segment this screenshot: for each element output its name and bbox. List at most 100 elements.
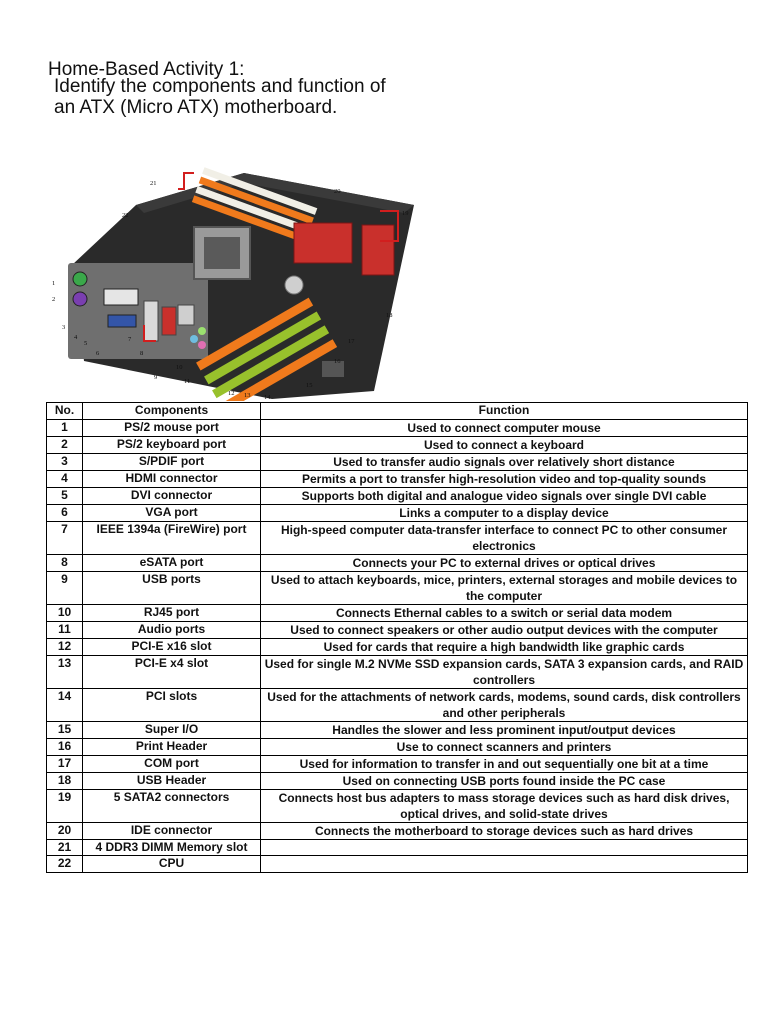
callout-number: 22 (122, 212, 129, 219)
cell-function: Used to transfer audio signals over rela… (260, 452, 748, 471)
cell-no: 15 (46, 720, 83, 739)
cell-function: Links a computer to a display device (260, 503, 748, 522)
audio-jack-icon (190, 335, 198, 343)
cpu-socket-inner (204, 237, 240, 269)
cell-function: Connects Ethernal cables to a switch or … (260, 603, 748, 622)
ram-slot (195, 186, 311, 234)
cell-function: Used for single M.2 NVMe SSD expansion c… (260, 654, 748, 689)
header-components: Components (82, 402, 261, 420)
cell-no: 8 (46, 553, 83, 572)
cell-no: 20 (46, 821, 83, 840)
sata-connectors (361, 224, 395, 276)
cell-component: S/PDIF port (82, 452, 261, 471)
cell-component: IEEE 1394a (FireWire) port (82, 520, 261, 555)
cell-no: 16 (46, 737, 83, 756)
cell-component: CPU (82, 855, 261, 873)
cell-no: 6 (46, 503, 83, 522)
usb-port-block-icon (143, 300, 159, 342)
ram-slot (198, 176, 314, 225)
pcie-x4-slot (220, 339, 338, 401)
cell-component: PS/2 keyboard port (82, 435, 261, 454)
callout-number: 16 (334, 358, 341, 365)
cell-function: Used to attach keyboards, mice, printers… (260, 570, 748, 605)
cell-component: DVI connector (82, 486, 261, 505)
board-shadow (136, 173, 414, 213)
cell-function: Supports both digital and analogue video… (260, 486, 748, 505)
callout-number: 13 (244, 392, 251, 399)
cell-component: 4 DDR3 DIMM Memory slot (82, 838, 261, 856)
callout-number: 14 (264, 394, 271, 401)
cell-function (260, 838, 748, 856)
callout-number: 5 (84, 340, 87, 347)
cell-component: PCI-E x4 slot (82, 654, 261, 689)
cell-no: 22 (46, 855, 83, 873)
cell-no: 21 (46, 838, 83, 856)
cell-component: PCI-E x16 slot (82, 637, 261, 656)
cell-no: 7 (46, 520, 83, 555)
callout-number: 8 (140, 350, 143, 357)
cell-component: Print Header (82, 737, 261, 756)
cell-no: 5 (46, 486, 83, 505)
header-no: No. (46, 402, 83, 420)
cell-function: Used to connect computer mouse (260, 418, 748, 437)
cell-function: Connects the motherboard to storage devi… (260, 821, 748, 840)
ram-slots (191, 167, 318, 244)
cell-function: Used on connecting USB ports found insid… (260, 771, 748, 790)
cell-no: 1 (46, 418, 83, 437)
cell-component: COM port (82, 754, 261, 773)
callout-number: 3 (62, 324, 65, 331)
ram-slot (191, 195, 308, 244)
esata-port-icon (161, 306, 177, 336)
cell-no: 17 (46, 754, 83, 773)
callout-number: 9 (154, 374, 157, 381)
cell-component: eSATA port (82, 553, 261, 572)
pci-slot (212, 325, 330, 399)
ram-slot (202, 167, 318, 215)
rj45-port-icon (177, 304, 195, 326)
cpu-socket (193, 226, 251, 280)
cell-function: Used to connect a keyboard (260, 435, 748, 454)
vga-port-icon (107, 314, 137, 328)
ps2-keyboard-port-icon (72, 291, 88, 307)
cell-no: 3 (46, 452, 83, 471)
cell-component: PS/2 mouse port (82, 418, 261, 437)
cell-function: Use to connect scanners and printers (260, 737, 748, 756)
callout-number: 17 (348, 338, 355, 345)
cell-no: 9 (46, 570, 83, 605)
callout-number: 2 (52, 296, 55, 303)
instructions-line-1: Identify the components and function of (54, 76, 386, 97)
cell-component: HDMI connector (82, 469, 261, 488)
cell-component: Super I/O (82, 720, 261, 739)
dvi-connector-icon (103, 288, 139, 306)
callout-number: 1 (52, 280, 55, 287)
cell-function: Used for information to transfer in and … (260, 754, 748, 773)
cell-no: 13 (46, 654, 83, 689)
cell-no: 12 (46, 637, 83, 656)
callout-number: 7 (128, 336, 132, 343)
callout-number: 20 (334, 188, 341, 195)
cell-component: VGA port (82, 503, 261, 522)
callout-number: 11 (184, 378, 190, 385)
callout-number: 6 (96, 350, 100, 357)
cell-no: 10 (46, 603, 83, 622)
callout-number: 18 (386, 312, 393, 319)
cell-function: Used for cards that require a high bandw… (260, 637, 748, 656)
cell-function: Permits a port to transfer high-resoluti… (260, 469, 748, 488)
